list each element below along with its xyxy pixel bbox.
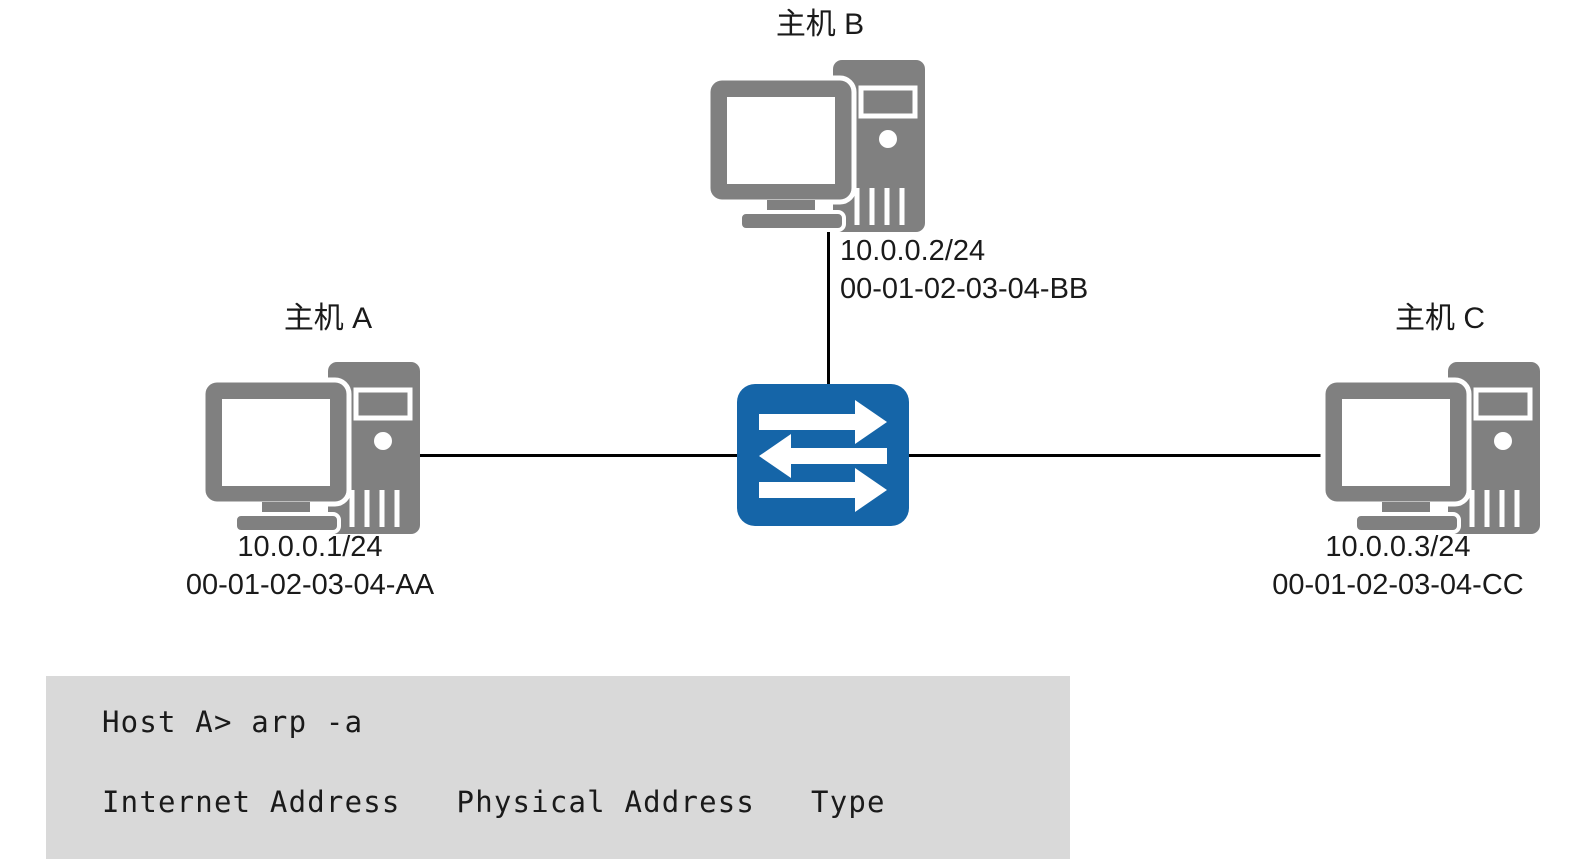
link-host-a-to-switch — [418, 454, 740, 457]
host-c-computer-icon — [1320, 362, 1540, 534]
link-host-b-to-switch — [827, 212, 830, 392]
network-switch-icon — [737, 384, 909, 526]
host-b-details: 10.0.0.2/24 00-01-02-03-04-BB — [840, 232, 1088, 308]
terminal-blank-line — [102, 742, 1070, 782]
host-a-title: 主机 A — [283, 302, 373, 335]
host-b-ip: 10.0.0.2/24 — [840, 235, 986, 267]
terminal-header-line: Internet Address Physical Address Type — [102, 785, 886, 819]
terminal-output-block: Host A> arp -a Internet Address Physical… — [46, 676, 1070, 859]
host-c-title: 主机 C — [1395, 302, 1485, 335]
terminal-prompt-line: Host A> arp -a — [102, 705, 364, 739]
host-c-mac: 00-01-02-03-04-CC — [1272, 569, 1524, 601]
link-switch-to-host-c — [905, 454, 1325, 457]
host-c-details: 10.0.0.3/24 00-01-02-03-04-CC — [1248, 528, 1548, 604]
host-a-details: 10.0.0.1/24 00-01-02-03-04-AA — [170, 528, 450, 604]
host-a-ip: 10.0.0.1/24 — [237, 531, 383, 563]
host-c-ip: 10.0.0.3/24 — [1325, 531, 1471, 563]
host-a-mac: 00-01-02-03-04-AA — [185, 569, 435, 601]
host-a-computer-icon — [200, 362, 420, 534]
host-b-mac: 00-01-02-03-04-BB — [840, 273, 1089, 305]
host-b-title: 主机 B — [775, 8, 865, 41]
host-b-computer-icon — [705, 60, 925, 232]
